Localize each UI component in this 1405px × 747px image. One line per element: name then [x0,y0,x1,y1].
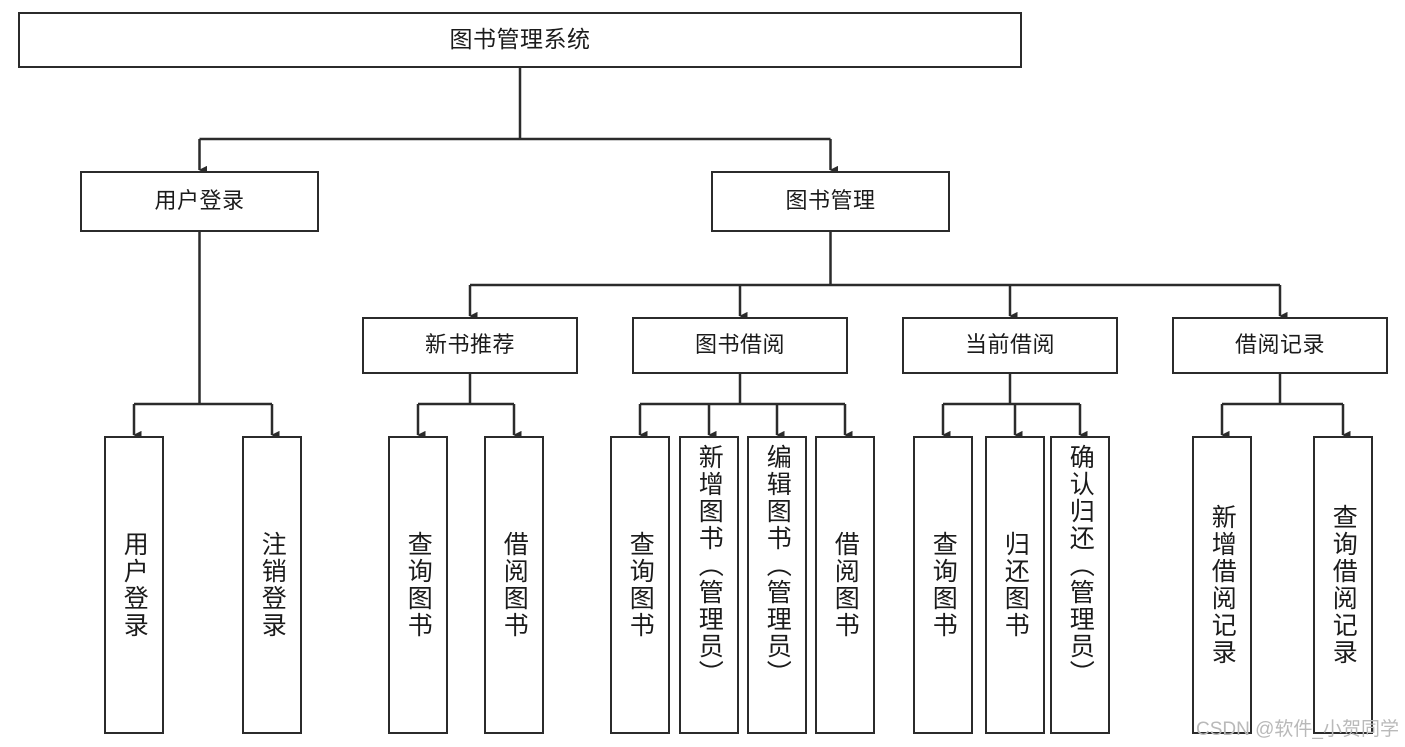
node-leaf-edit-book-admin[interactable]: 编辑图书（管理员） [747,436,807,734]
node-label: 当前借阅 [964,332,1055,358]
node-leaf-add-book-admin[interactable]: 新增图书（管理员） [679,436,739,734]
node-label: 图书管理系统 [449,26,591,53]
node-label: 新增借阅记录 [1208,504,1237,666]
node-borrowing-records[interactable]: 借阅记录 [1172,317,1388,374]
node-label: 用户登录 [120,531,149,639]
node-label: 编辑图书（管理员） [763,444,792,687]
node-label: 确认归还（管理员） [1066,444,1095,687]
node-label: 借阅图书 [831,531,860,639]
node-root-book-management-system[interactable]: 图书管理系统 [18,12,1022,68]
node-label: 借阅图书 [500,531,529,639]
node-label: 图书借阅 [694,332,785,358]
node-leaf-return-book[interactable]: 归还图书 [985,436,1045,734]
node-book-borrowing[interactable]: 图书借阅 [632,317,848,374]
node-user-login[interactable]: 用户登录 [80,171,319,232]
node-label: 注销登录 [258,531,287,639]
node-label: 新书推荐 [424,332,515,358]
node-current-borrowing[interactable]: 当前借阅 [902,317,1118,374]
csdn-watermark: CSDN @软件_小贺同学 [1196,719,1399,740]
node-label: 查询借阅记录 [1329,504,1358,666]
node-label: 查询图书 [404,531,433,639]
node-leaf-borrow-book-a[interactable]: 借阅图书 [484,436,544,734]
node-leaf-confirm-return-admin[interactable]: 确认归还（管理员） [1050,436,1110,734]
node-label: 归还图书 [1001,531,1030,639]
node-label: 图书管理 [785,188,876,214]
node-book-management[interactable]: 图书管理 [711,171,950,232]
node-leaf-logout[interactable]: 注销登录 [242,436,302,734]
node-label: 查询图书 [929,531,958,639]
node-leaf-user-login[interactable]: 用户登录 [104,436,164,734]
node-leaf-borrow-book-b[interactable]: 借阅图书 [815,436,875,734]
node-leaf-query-borrowing-record[interactable]: 查询借阅记录 [1313,436,1373,734]
node-leaf-query-book-c[interactable]: 查询图书 [913,436,973,734]
node-label: 查询图书 [626,531,655,639]
node-new-book-recommendation[interactable]: 新书推荐 [362,317,578,374]
node-leaf-query-book-a[interactable]: 查询图书 [388,436,448,734]
node-label: 借阅记录 [1234,332,1325,358]
node-leaf-query-book-b[interactable]: 查询图书 [610,436,670,734]
node-label: 用户登录 [154,188,245,214]
node-leaf-add-borrowing-record[interactable]: 新增借阅记录 [1192,436,1252,734]
node-label: 新增图书（管理员） [695,444,724,687]
